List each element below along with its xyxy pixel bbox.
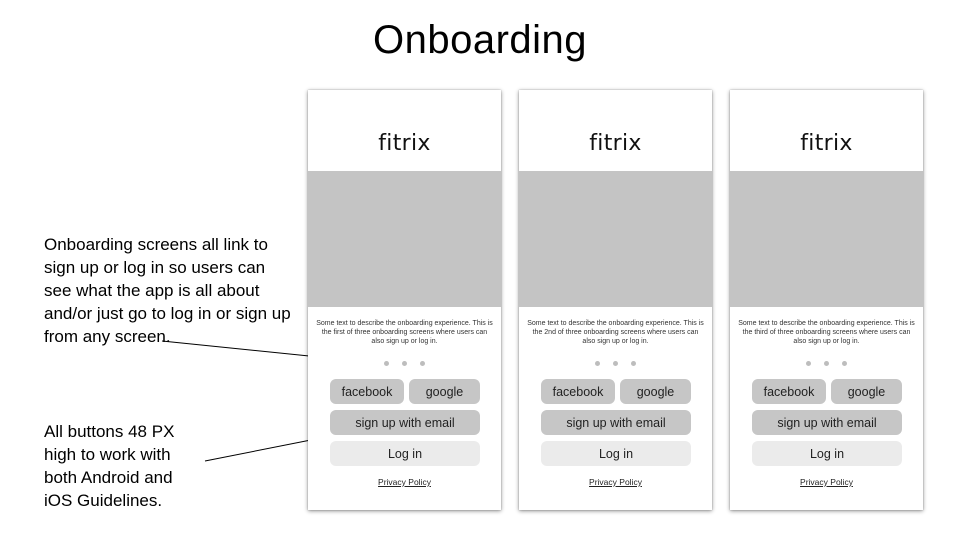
sign-up-email-button[interactable]: sign up with email [541, 410, 691, 435]
facebook-button[interactable]: facebook [752, 379, 826, 404]
hero-image-placeholder [308, 171, 501, 307]
google-button[interactable]: google [620, 379, 691, 404]
brand-logo: fitrix [378, 131, 431, 156]
page-dot[interactable] [420, 361, 425, 366]
sign-up-email-button[interactable]: sign up with email [330, 410, 480, 435]
page-dot[interactable] [595, 361, 600, 366]
annotation-buttons: All buttons 48 PX high to work with both… [44, 422, 175, 510]
hero-image-placeholder [730, 171, 923, 307]
log-in-button[interactable]: Log in [330, 441, 480, 466]
hero-image-placeholder [519, 171, 712, 307]
page-dot[interactable] [631, 361, 636, 366]
brand-logo: fitrix [589, 131, 642, 156]
annotation-links: Onboarding screens all link to sign up o… [44, 235, 291, 346]
onboarding-screen-3: fitrix Some text to describe the onboard… [730, 90, 923, 510]
google-button[interactable]: google [831, 379, 902, 404]
google-button[interactable]: google [409, 379, 480, 404]
page-dot[interactable] [806, 361, 811, 366]
page-dot[interactable] [842, 361, 847, 366]
brand-logo: fitrix [800, 131, 853, 156]
log-in-button[interactable]: Log in [752, 441, 902, 466]
privacy-policy-link[interactable]: Privacy Policy [589, 477, 642, 487]
page-dot[interactable] [613, 361, 618, 366]
onboarding-description: Some text to describe the onboarding exp… [738, 320, 915, 345]
onboarding-screen-1: fitrix Some text to describe the onboard… [308, 90, 501, 510]
page-dot[interactable] [384, 361, 389, 366]
page-dot[interactable] [824, 361, 829, 366]
page-indicator[interactable] [519, 361, 712, 366]
page-dot[interactable] [402, 361, 407, 366]
onboarding-screen-2: fitrix Some text to describe the onboard… [519, 90, 712, 510]
onboarding-description: Some text to describe the onboarding exp… [316, 320, 493, 345]
log-in-button[interactable]: Log in [541, 441, 691, 466]
arrow-to-buttons [204, 434, 327, 462]
onboarding-description: Some text to describe the onboarding exp… [527, 320, 704, 345]
privacy-policy-link[interactable]: Privacy Policy [378, 477, 431, 487]
sign-up-email-button[interactable]: sign up with email [752, 410, 902, 435]
slide-title: Onboarding [372, 18, 588, 62]
page-indicator[interactable] [730, 361, 923, 366]
facebook-button[interactable]: facebook [541, 379, 615, 404]
privacy-policy-link[interactable]: Privacy Policy [800, 477, 853, 487]
facebook-button[interactable]: facebook [330, 379, 404, 404]
page-indicator[interactable] [308, 361, 501, 366]
